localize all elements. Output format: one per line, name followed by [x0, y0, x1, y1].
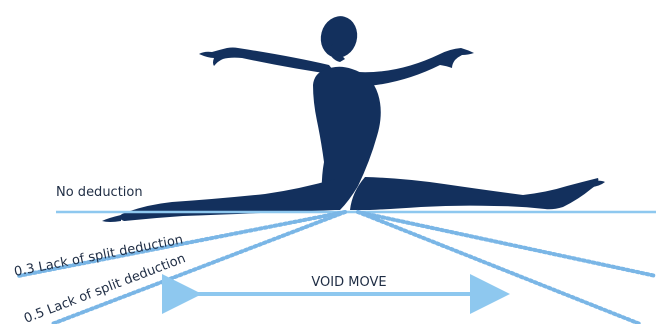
no-deduction-label: No deduction — [56, 185, 143, 200]
gymnast-silhouette-icon — [102, 12, 605, 222]
dotted-line-03-right — [358, 212, 656, 276]
void-move-label: VOID MOVE — [311, 275, 386, 290]
dotted-line-05-right — [358, 212, 640, 324]
dotted-line-05-left — [52, 212, 345, 324]
